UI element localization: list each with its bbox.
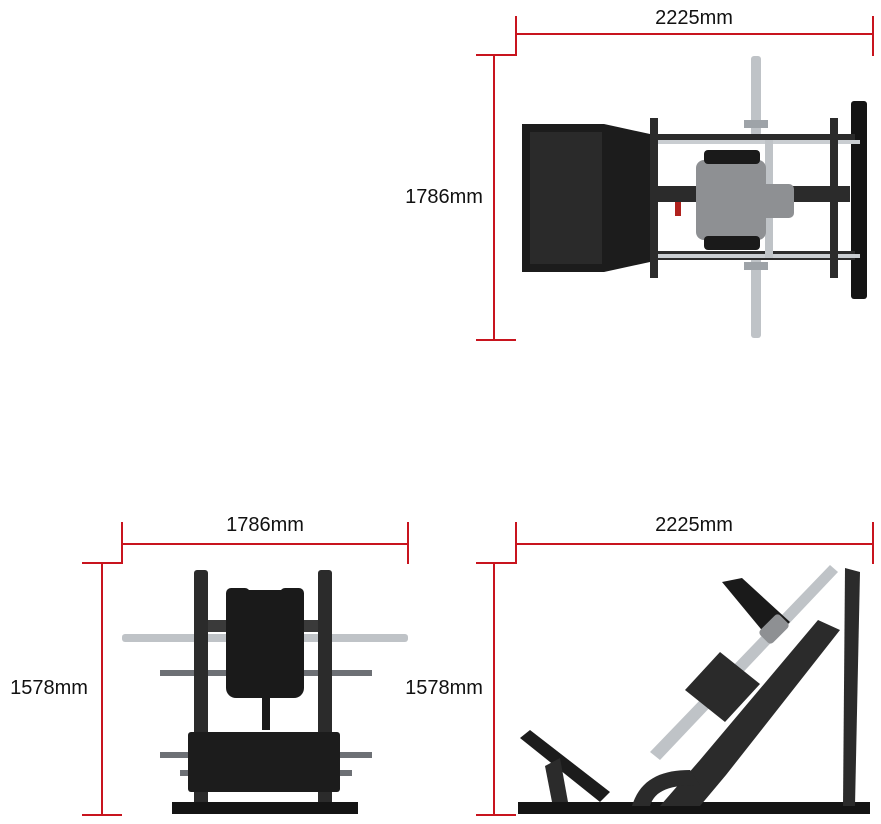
side-height-dimension: 1578mm: [405, 562, 516, 816]
front-view: 1786mm 1578mm: [10, 514, 409, 816]
side-width-dimension: 2225mm: [515, 514, 874, 564]
front-view-machine-illustration: [122, 570, 408, 814]
top-depth-dimension: 1786mm: [405, 54, 516, 341]
side-view: 2225mm 1578mm: [405, 514, 874, 816]
front-height-dimension: 1578mm: [10, 562, 122, 816]
top-view: 2225mm 1786mm: [405, 7, 874, 341]
top-width-dimension: 2225mm: [515, 7, 874, 56]
side-view-machine-illustration: [518, 565, 870, 814]
front-width-dimension: 1786mm: [121, 514, 409, 564]
front-height-label: 1578mm: [10, 677, 88, 699]
side-width-label: 2225mm: [655, 514, 733, 536]
side-height-label: 1578mm: [405, 677, 483, 699]
top-width-label: 2225mm: [655, 7, 733, 29]
front-width-label: 1786mm: [226, 514, 304, 536]
top-view-machine-illustration: [522, 56, 867, 338]
top-depth-label: 1786mm: [405, 186, 483, 208]
